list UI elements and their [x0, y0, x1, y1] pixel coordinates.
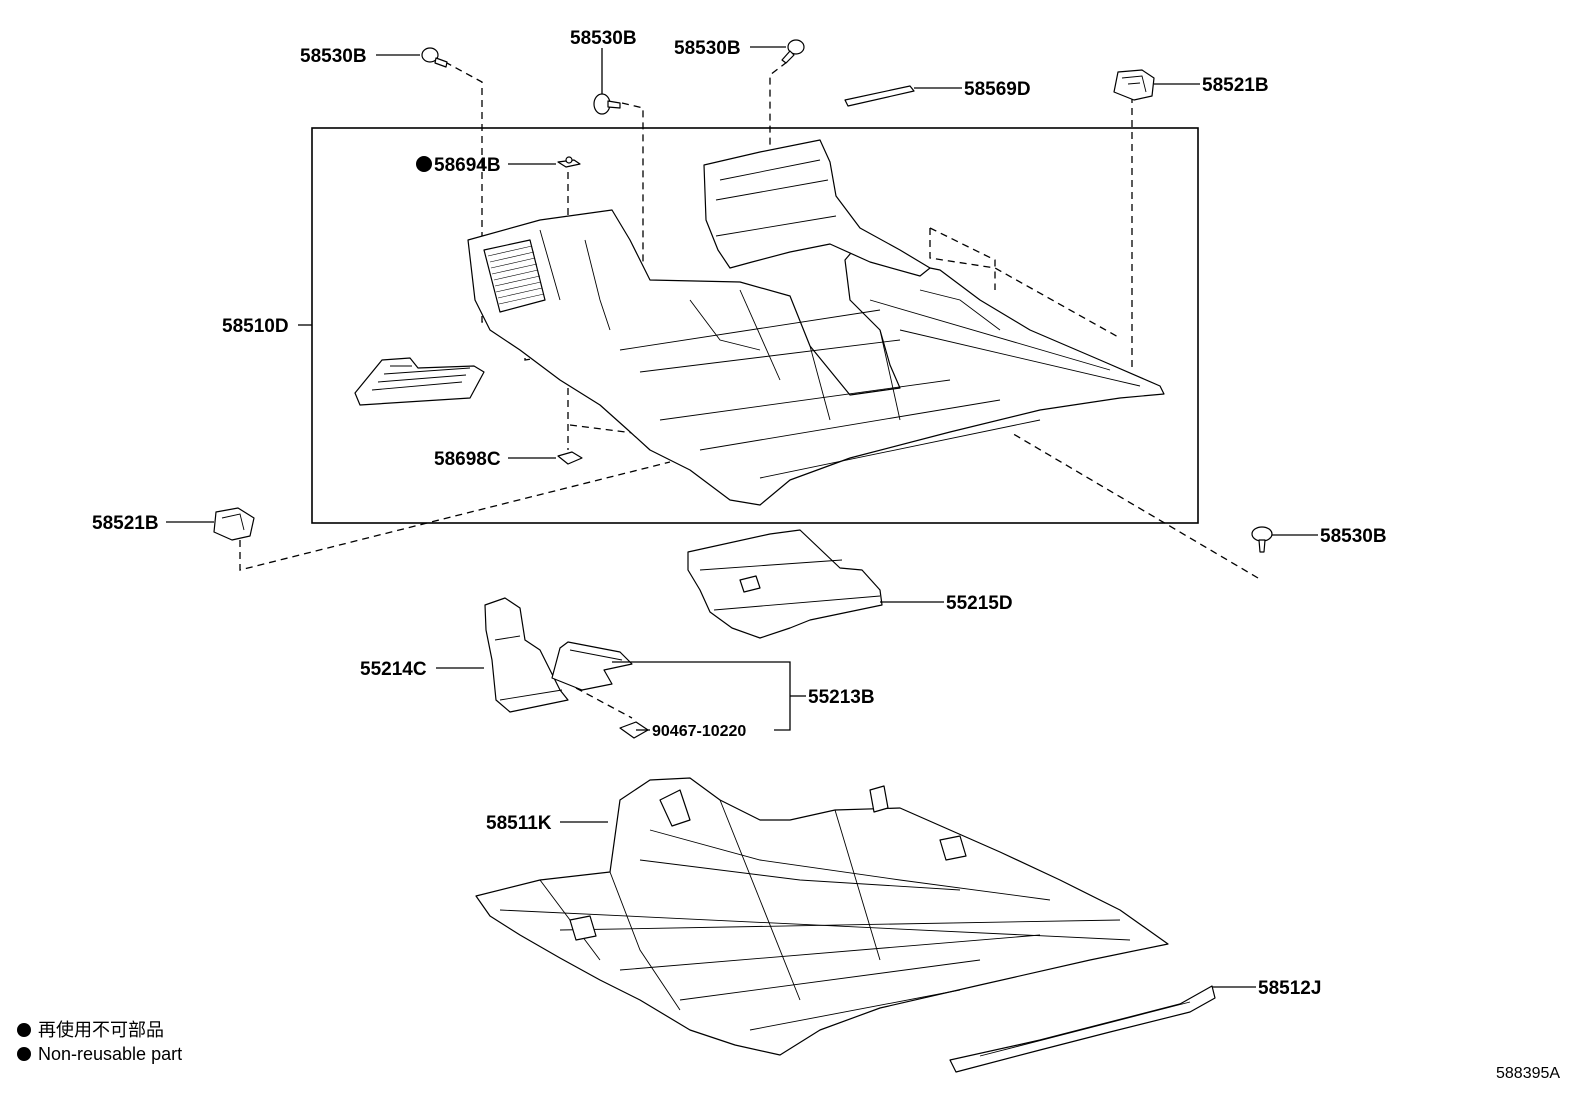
- callout-label: 58530B: [300, 46, 367, 67]
- floor-mat-part: [354, 357, 485, 406]
- legend-english: Non-reusable part: [38, 1044, 182, 1064]
- grommet-icon: [557, 156, 581, 168]
- retainer-icon: [1113, 69, 1155, 101]
- callout-label: 58694B: [434, 155, 501, 176]
- callout-label: 55215D: [946, 593, 1013, 614]
- callout-label: 58511K: [486, 813, 552, 834]
- non-reusable-bullet-icon: [17, 1047, 31, 1061]
- callout-label: 55214C: [360, 659, 427, 680]
- illustration-id: 588395A: [1496, 1065, 1560, 1082]
- legend: 再使用不可部品 Non-reusable part: [17, 1020, 182, 1064]
- sill-pad-part: [949, 985, 1216, 1073]
- callout-label: 58521B: [1202, 75, 1269, 96]
- hatched-area: [483, 239, 546, 313]
- clip-icon: [421, 47, 448, 68]
- front-carpet-part: [467, 139, 1165, 506]
- rear-carpet-part: [475, 777, 1169, 1056]
- center-pad-part: [551, 641, 633, 691]
- clip-icon: [593, 93, 621, 115]
- callout-label: 90467-10220: [652, 723, 746, 740]
- clip-icon: [781, 39, 805, 64]
- callout-label: 58698C: [434, 449, 501, 470]
- plate-part: [844, 85, 915, 107]
- callout-label: 58510D: [222, 316, 289, 337]
- grommet-icon: [557, 451, 583, 465]
- floor-silencer-part: [687, 529, 883, 639]
- callout-label: 58530B: [674, 38, 741, 59]
- callout-label: 58521B: [92, 513, 159, 534]
- callout-label: 58569D: [964, 79, 1031, 100]
- retainer-icon: [213, 507, 255, 541]
- callout-label: 58512J: [1258, 978, 1321, 999]
- callout-label: 55213B: [808, 687, 875, 708]
- callout-label: 58530B: [1320, 526, 1387, 547]
- leader-lines: [166, 46, 1318, 988]
- dash-pad-part: [484, 597, 569, 713]
- legend-japanese: 再使用不可部品: [38, 1020, 164, 1040]
- non-reusable-bullet-icon: [416, 156, 432, 172]
- non-reusable-bullet-icon: [17, 1023, 31, 1037]
- callout-label: 58530B: [570, 28, 637, 49]
- clip-icon: [1251, 526, 1273, 553]
